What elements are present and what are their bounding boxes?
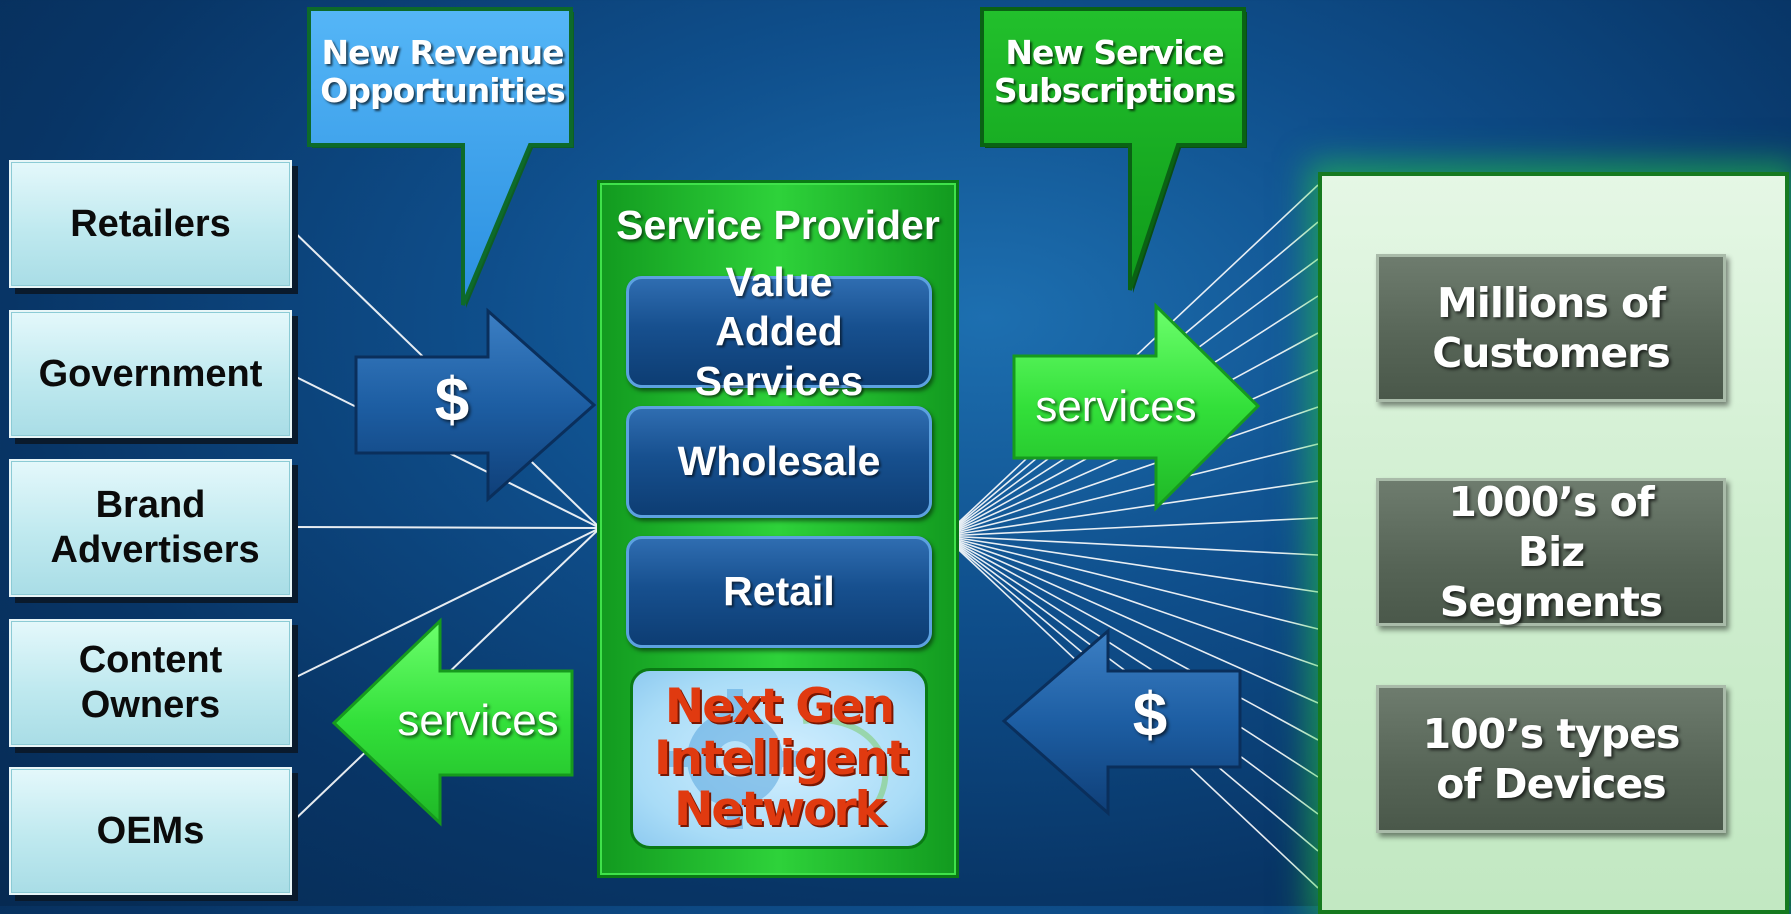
gear-icon <box>665 689 805 829</box>
sp-item-value-added-services: Value Added Services <box>626 259 932 404</box>
right-box-label: Millions of Customers <box>1432 278 1671 377</box>
left-box-oems: OEMs <box>9 767 292 895</box>
left-box-retailers: Retailers <box>9 160 292 288</box>
callout-subscriptions-shape <box>980 7 1247 293</box>
callout-subscriptions-text: New Service Subscriptions <box>993 33 1236 110</box>
cycle-arrow-icon <box>802 716 889 824</box>
right-box-biz-segments: 1000’s of Biz Segments <box>1376 478 1726 626</box>
dollar-in-arrow-left <box>354 307 597 503</box>
sp-item-wholesale: Wholesale <box>626 406 932 518</box>
dollar-in-arrow-right <box>1001 627 1242 817</box>
right-box-customers: Millions of Customers <box>1376 254 1726 402</box>
left-box-brand-advertisers: Brand Advertisers <box>9 459 292 597</box>
left-box-label: Retailers <box>70 202 231 245</box>
callout-revenue-text: New Revenue Opportunities <box>320 33 565 110</box>
sp-item-label: Value Added Services <box>694 259 864 404</box>
dollar-in-label-right: $ <box>1132 681 1168 750</box>
left-box-label: Brand Advertisers <box>50 484 260 571</box>
callout-revenue-shape <box>307 7 574 308</box>
right-box-label: 1000’s of Biz Segments <box>1439 477 1681 627</box>
service-provider-title: Service Provider <box>616 202 940 248</box>
right-box-label: 100’s types of Devices <box>1422 709 1681 808</box>
right-box-devices: 100’s types of Devices <box>1376 685 1726 833</box>
left-box-label: Government <box>38 352 263 395</box>
dollar-in-label-left: $ <box>434 366 470 435</box>
services-out-label-right: services <box>1035 382 1197 431</box>
sp-item-label: Retail <box>723 568 835 615</box>
left-box-government: Government <box>9 310 292 438</box>
services-out-arrow-left <box>331 617 574 827</box>
left-box-label: Content Owners <box>78 639 223 726</box>
next-gen-network-label: Next Gen Intelligent Network <box>654 678 909 838</box>
next-gen-network-panel: Next Gen Intelligent Network <box>630 668 928 849</box>
services-out-arrow-right <box>1012 302 1261 512</box>
sp-item-retail: Retail <box>626 536 932 648</box>
left-box-label: OEMs <box>96 809 205 852</box>
services-out-label-left: services <box>397 696 559 745</box>
left-box-content-owners: Content Owners <box>9 619 292 747</box>
sp-item-label: Wholesale <box>677 438 881 485</box>
